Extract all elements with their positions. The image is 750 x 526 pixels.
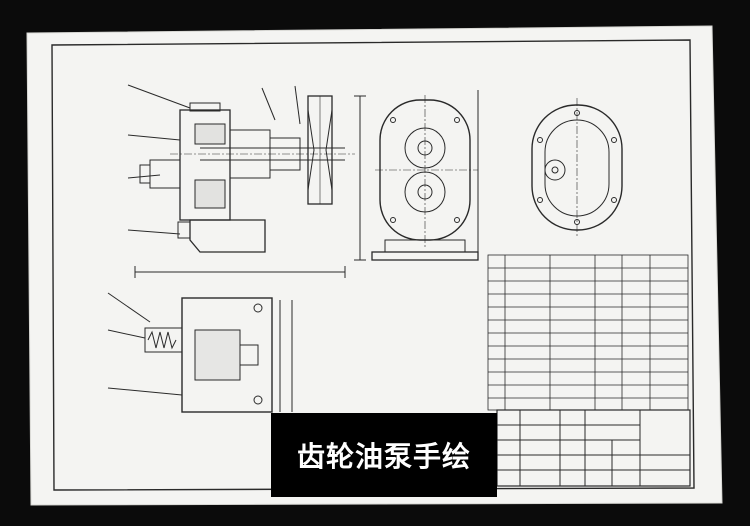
title-block (496, 409, 691, 487)
lower-section-view (107, 292, 293, 413)
parts-list-table (487, 254, 689, 411)
drawing-frame (51, 39, 695, 491)
cover-view (531, 98, 623, 238)
main-section-view (127, 84, 366, 278)
side-view (371, 90, 479, 261)
caption-text: 齿轮油泵手绘 (296, 440, 471, 473)
caption-banner: 齿轮油泵手绘 (271, 413, 497, 497)
